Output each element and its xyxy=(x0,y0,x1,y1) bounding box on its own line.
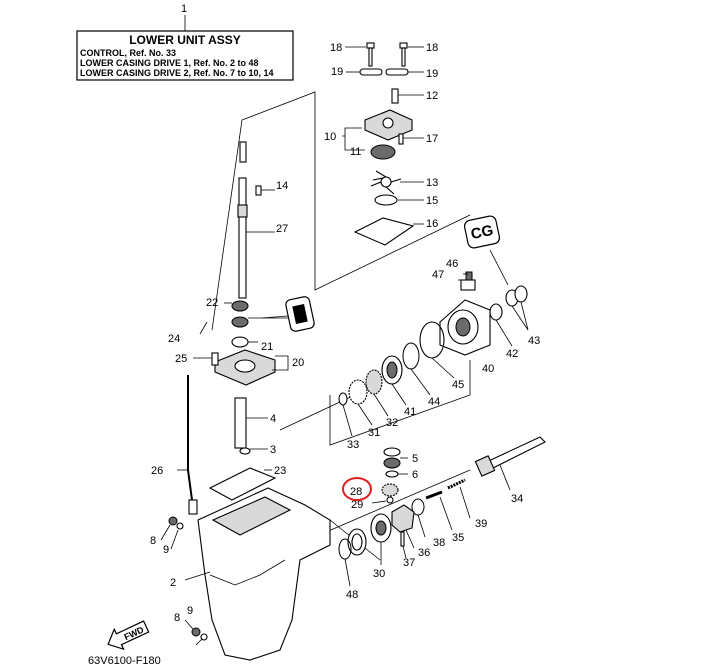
fasteners-left xyxy=(160,516,208,646)
callout-41: 41 xyxy=(404,406,416,418)
callout-17: 17 xyxy=(426,133,438,145)
seal-cc-icon: CG xyxy=(463,215,501,249)
title-box: 1 LOWER UNIT ASSY CONTROL, Ref. No. 33 L… xyxy=(76,3,294,81)
callout-12: 12 xyxy=(426,90,438,102)
callout-44: 44 xyxy=(428,396,440,408)
callout-39: 39 xyxy=(475,518,487,530)
callout-30: 30 xyxy=(373,568,385,580)
callout-13: 13 xyxy=(426,177,438,189)
callout-5: 5 xyxy=(412,453,418,465)
callout-35: 35 xyxy=(452,532,464,544)
drive-shaft-group xyxy=(237,141,275,299)
callout-33: 33 xyxy=(347,439,359,451)
callout-6: 6 xyxy=(412,469,418,481)
callout-4: 4 xyxy=(270,413,276,425)
grease-icon xyxy=(285,296,315,332)
callout-45: 45 xyxy=(452,379,464,391)
callout-48: 48 xyxy=(346,589,358,601)
callout-37: 37 xyxy=(403,557,415,569)
callout-28: 28 xyxy=(350,486,362,498)
callout-9-lower: 9 xyxy=(187,605,193,617)
callout-11: 11 xyxy=(350,146,361,158)
ref-number-1: 1 xyxy=(181,3,187,15)
callout-labels: 18 18 19 19 12 10 17 11 14 13 15 27 16 4… xyxy=(150,42,540,624)
callout-19-right: 19 xyxy=(426,68,438,80)
callout-27: 27 xyxy=(276,223,288,235)
callout-25: 25 xyxy=(175,353,187,365)
callout-8-lower: 8 xyxy=(174,612,180,624)
callout-43: 43 xyxy=(528,335,540,347)
callout-15: 15 xyxy=(426,195,438,207)
callout-34: 34 xyxy=(511,493,523,505)
svg-text:CG: CG xyxy=(469,222,495,243)
callout-47: 47 xyxy=(432,269,444,281)
callout-8-upper: 8 xyxy=(150,535,156,547)
callout-23: 23 xyxy=(274,465,286,477)
callout-21: 21 xyxy=(261,341,273,353)
highlight-circle-part-28 xyxy=(342,477,372,501)
callout-3: 3 xyxy=(270,444,276,456)
title-box-title: LOWER UNIT ASSY xyxy=(129,33,241,47)
callout-38: 38 xyxy=(433,537,445,549)
callout-19-left: 19 xyxy=(331,66,343,78)
callout-18-right: 18 xyxy=(426,42,438,54)
callout-22: 22 xyxy=(206,297,218,309)
callout-10: 10 xyxy=(324,131,336,143)
upper-housing-group xyxy=(193,300,290,501)
callout-36: 36 xyxy=(418,547,430,559)
lower-casing xyxy=(184,487,331,661)
callout-14: 14 xyxy=(276,180,288,192)
title-box-line-2: LOWER CASING DRIVE 1, Ref. No. 2 to 48 xyxy=(80,58,259,68)
callout-16: 16 xyxy=(426,218,438,230)
callout-42: 42 xyxy=(506,348,518,360)
callout-2: 2 xyxy=(170,577,176,589)
title-box-line-1: CONTROL, Ref. No. 33 xyxy=(80,48,176,58)
callout-32: 32 xyxy=(386,417,398,429)
water-pump-group xyxy=(342,42,424,246)
diagram-code: 63V6100-F180 xyxy=(88,655,161,667)
prop-shaft-housing-group xyxy=(338,271,529,437)
callout-29: 29 xyxy=(351,499,363,511)
callout-40: 40 xyxy=(482,363,494,375)
pinion-group xyxy=(338,436,546,587)
callout-9-upper: 9 xyxy=(163,544,169,556)
shift-rod-group xyxy=(177,375,198,515)
callout-26: 26 xyxy=(151,465,163,477)
callout-24: 24 xyxy=(168,333,180,345)
callout-18-left: 18 xyxy=(330,42,342,54)
callout-31: 31 xyxy=(368,427,380,439)
fwd-arrow-icon: FWD xyxy=(107,620,150,651)
title-box-line-3: LOWER CASING DRIVE 2, Ref. No. 7 to 10, … xyxy=(80,68,274,78)
callout-20: 20 xyxy=(292,357,304,369)
callout-46: 46 xyxy=(446,258,458,270)
